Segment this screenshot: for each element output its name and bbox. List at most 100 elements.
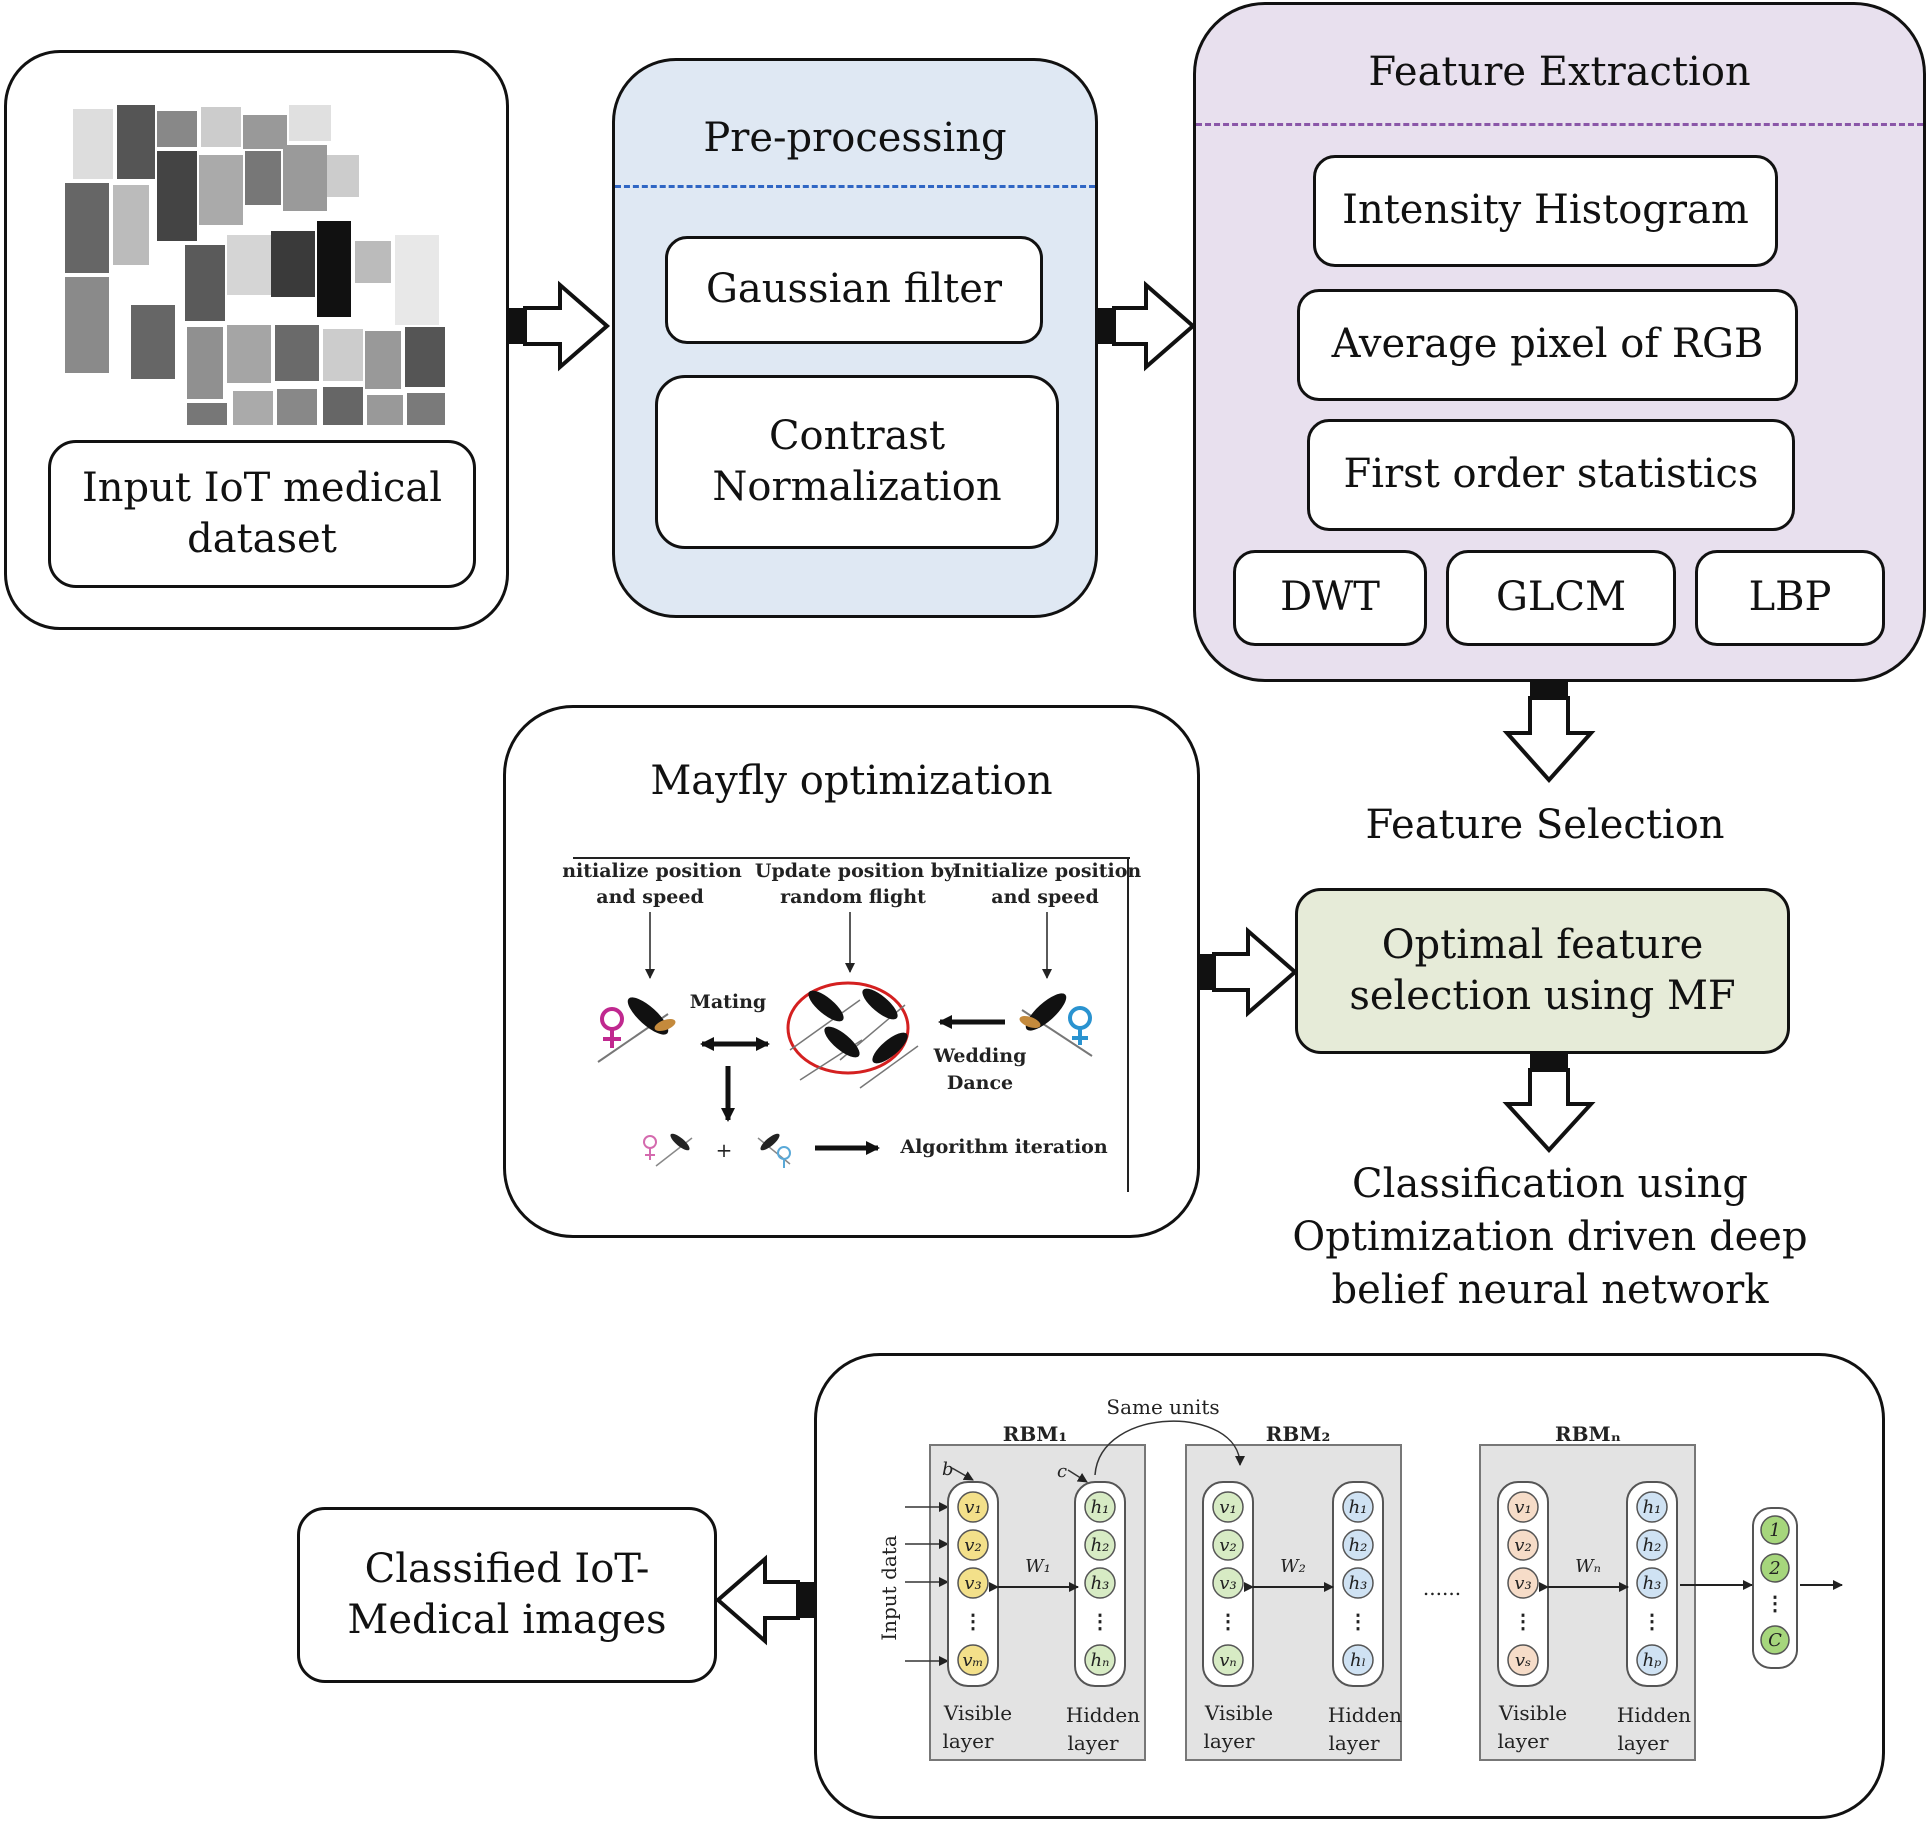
rbm2-visible-label-1: Visible — [1204, 1701, 1273, 1725]
rbmn-hidden-node-1 — [1636, 1491, 1668, 1523]
same-units-arrow — [1094, 1420, 1245, 1476]
step3-line1: Initialize position — [953, 860, 1142, 882]
small-mayfly-left-icon — [655, 1133, 693, 1167]
preprocessing-title: Pre-processing — [703, 115, 1007, 161]
first-order-statistics-label: First order statistics — [1343, 451, 1759, 498]
weight-wn-label: Wₙ — [1575, 1556, 1601, 1577]
rbm1-visible-node-label-4: vₘ — [962, 1650, 983, 1671]
rbm2-visible-node-label-1: v₁ — [1219, 1497, 1236, 1518]
rbm2-visible-node-4 — [1212, 1644, 1244, 1676]
rbm2-visible-ellipsis: ⋮ — [1218, 1609, 1238, 1633]
input-data-label: Input data — [877, 1535, 901, 1641]
rbm1-visible-node-label-3: v₃ — [964, 1573, 981, 1594]
dwt-box: DWT — [1233, 550, 1427, 646]
dbn-continuation-dots: ...... — [1423, 1576, 1461, 1600]
output-node-1 — [1760, 1515, 1790, 1545]
feature-selection-label: Feature Selection — [1365, 802, 1725, 848]
rbmn-visible-node-2 — [1507, 1529, 1539, 1561]
rbm1-hidden-node-label-3: h₃ — [1091, 1573, 1110, 1594]
rbmn-visible-node-label-1: v₁ — [1514, 1497, 1531, 1518]
glcm-box: GLCM — [1446, 550, 1676, 646]
small-female-icon — [643, 1135, 657, 1160]
rbm1-visible-node-1 — [957, 1491, 989, 1523]
rbm2-visible-node-2 — [1212, 1529, 1244, 1561]
rbmn-visible-label-2: layer — [1497, 1729, 1548, 1753]
mayfly-process-diagram: nitialize position and speed Update posi… — [562, 857, 1142, 1192]
wedding-label-line1: Wedding — [933, 1045, 1027, 1067]
rbm2-visible-label-2: layer — [1203, 1729, 1254, 1753]
arrow-preprocessing-to-extraction — [1098, 280, 1197, 372]
step1-line1: nitialize position — [562, 860, 742, 882]
rbmn-hidden-ellipsis: ⋮ — [1642, 1609, 1662, 1633]
classification-label: Classification using Optimization driven… — [1292, 1161, 1808, 1313]
contrast-normalization-label: Contrast Normalization — [712, 412, 1002, 510]
rbmn-hidden-node-4 — [1636, 1644, 1668, 1676]
female-symbol-icon — [600, 1007, 624, 1048]
preprocessing-divider — [615, 185, 1095, 188]
wedding-label-line2: Dance — [947, 1072, 1013, 1094]
mayfly-swarm-icon — [786, 981, 919, 1089]
weight-w1-label: W₁ — [1025, 1556, 1051, 1577]
rbmn-hidden-node-label-3: h₃ — [1643, 1573, 1662, 1594]
rbm2-hidden-node-2 — [1342, 1529, 1374, 1561]
rbm2-visible-node-label-3: v₃ — [1219, 1573, 1236, 1594]
algorithm-iteration-label: Algorithm iteration — [899, 1136, 1108, 1158]
rbmn-visible-node-label-3: v₃ — [1514, 1573, 1531, 1594]
rbmn-hidden-node-label-4: hₚ — [1643, 1650, 1662, 1671]
rbm2-hidden-node-4 — [1342, 1644, 1374, 1676]
rbm2-hidden-ellipsis: ⋮ — [1348, 1609, 1368, 1633]
rbm2-hidden-node-label-2: h₂ — [1349, 1535, 1368, 1556]
feature-extraction-title: Feature Extraction — [1368, 49, 1751, 95]
xray-image-collage — [65, 105, 445, 425]
output-node-label-2: 2 — [1768, 1558, 1780, 1579]
rbm2-hidden-node-label-1: h₁ — [1349, 1497, 1368, 1518]
step2-line1: Update position by — [755, 860, 956, 882]
bias-c-label: c — [1057, 1461, 1067, 1482]
rbm1-visible-label-1: Visible — [943, 1701, 1012, 1725]
rbmn-hidden-node-label-1: h₁ — [1643, 1497, 1662, 1518]
rbm1-hidden-node-label-2: h₂ — [1091, 1535, 1110, 1556]
rbmn-visible-label-1: Visible — [1498, 1701, 1567, 1725]
rbmn-hidden-label-1: Hidden — [1617, 1703, 1691, 1727]
rbmn-hidden-node-3 — [1636, 1567, 1668, 1599]
weight-w2-label: W₂ — [1280, 1556, 1306, 1577]
lbp-label: LBP — [1748, 574, 1832, 621]
contrast-normalization-box: Contrast Normalization — [655, 375, 1059, 549]
rbmn-visible-node-1 — [1507, 1491, 1539, 1523]
rbmn-hidden-node-label-2: h₂ — [1643, 1535, 1662, 1556]
step1-line2: and speed — [596, 886, 703, 908]
rbm2-title: RBM₂ — [1266, 1422, 1330, 1446]
rbm1-hidden-node-2 — [1084, 1529, 1116, 1561]
arrow-optimal-to-classification — [1502, 1054, 1596, 1153]
rbm1-hidden-label-1: Hidden — [1066, 1703, 1140, 1727]
rbm2-hidden-node-label-4: hₗ — [1350, 1650, 1366, 1671]
rbmn-visible-ellipsis: ⋮ — [1513, 1609, 1533, 1633]
optimal-feature-selection-box: Optimal feature selection using MF — [1295, 888, 1790, 1054]
rbm2-hidden-node-3 — [1342, 1567, 1374, 1599]
preprocessing-box: Pre-processing Gaussian filter Contrast … — [612, 58, 1098, 618]
rbm2-visible-node-3 — [1212, 1567, 1244, 1599]
intensity-histogram-label: Intensity Histogram — [1342, 187, 1749, 234]
rbm1-hidden-node-3 — [1084, 1567, 1116, 1599]
rbm1-hidden-ellipsis: ⋮ — [1090, 1609, 1110, 1633]
arrow-extraction-to-selection — [1502, 682, 1596, 784]
rbm2-hidden-label-1: Hidden — [1328, 1703, 1402, 1727]
mayfly-left-icon — [597, 997, 676, 1063]
small-male-icon — [777, 1146, 791, 1168]
output-node-2 — [1760, 1553, 1790, 1583]
rbm1-hidden-node-4 — [1084, 1644, 1116, 1676]
output-node-3 — [1760, 1625, 1790, 1655]
rbmn-hidden-label-2: layer — [1617, 1731, 1668, 1755]
rbm1-visible-node-label-1: v₁ — [964, 1497, 981, 1518]
rbm1-visible-node-2 — [957, 1529, 989, 1561]
average-pixel-rgb-label: Average pixel of RGB — [1331, 321, 1764, 368]
same-units-label: Same units — [1106, 1395, 1219, 1419]
classified-images-box: Classified IoT- Medical images — [297, 1507, 717, 1683]
rbmn-visible-node-4 — [1507, 1644, 1539, 1676]
rbmn-hidden-layer: h₁ h₂ h₃ hₚ ⋮ — [1626, 1481, 1678, 1687]
intensity-histogram-box: Intensity Histogram — [1313, 155, 1778, 267]
average-pixel-rgb-box: Average pixel of RGB — [1297, 289, 1798, 401]
rbm1-hidden-node-1 — [1084, 1491, 1116, 1523]
